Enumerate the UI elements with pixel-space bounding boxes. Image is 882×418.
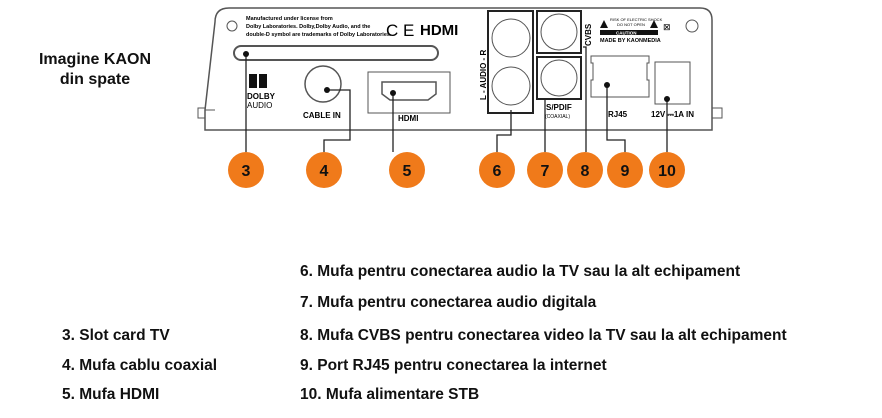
caution-bar	[600, 30, 658, 35]
warning-text-2: DO NOT OPEN	[617, 22, 645, 27]
warning-text-1: RISK OF ELECTRIC SHOCK	[610, 17, 663, 22]
title-line-2: din spate	[59, 71, 131, 88]
leader-lines	[245, 46, 668, 152]
hdmi-port	[381, 81, 437, 101]
rj45-label: RJ45	[608, 110, 628, 119]
marker-label-5: 5	[403, 163, 412, 180]
legend-item-7: 7. Mufa pentru conectarea audio digitala	[300, 294, 597, 311]
screw-hole	[685, 19, 699, 33]
license-text-3: double-D symbol are trademarks of Dolby …	[246, 32, 392, 38]
marker-9	[607, 152, 643, 188]
coaxial-label: (COAXIAL)	[545, 114, 570, 120]
caution-text: CAUTION	[616, 31, 637, 36]
marker-group	[228, 152, 685, 188]
marker-label-7: 7	[541, 163, 550, 180]
marker-7	[527, 152, 563, 188]
legend-item-3: 3. Slot card TV	[62, 327, 170, 344]
port-dots	[243, 51, 670, 102]
cvbs-block	[536, 10, 582, 54]
marker-label-9: 9	[621, 163, 630, 180]
dolby-audio-text: AUDIO	[247, 101, 272, 110]
hdmi-port-label: HDMI	[398, 114, 418, 123]
marker-8	[567, 152, 603, 188]
license-text-2: Dolby Laboratories. Dolby,Dolby Audio, a…	[246, 24, 370, 30]
marker-label-3: 3	[242, 163, 251, 180]
marker-label-6: 6	[493, 163, 502, 180]
power-port	[654, 61, 691, 105]
audio-l-port	[491, 66, 531, 106]
foot-left	[197, 107, 206, 119]
power-label: 12V ⎓1A IN	[651, 110, 694, 119]
marker-label-4: 4	[320, 163, 329, 180]
cable-in-label: CABLE IN	[303, 111, 341, 120]
legend-item-4: 4. Mufa cablu coaxial	[62, 357, 218, 374]
legend-item-5: 5. Mufa HDMI	[62, 386, 160, 403]
dolby-logo	[249, 74, 257, 88]
marker-10	[649, 152, 685, 188]
legend-item-8: 8. Mufa CVBS pentru conectarea video la …	[300, 327, 787, 344]
marker-3	[228, 152, 264, 188]
rj45-port	[590, 55, 650, 98]
screw-hole	[226, 20, 238, 32]
weee-bin-icon: ⊠	[663, 22, 671, 32]
audio-lr-label: L - AUDIO - R	[479, 50, 488, 100]
marker-label-10: 10	[658, 163, 676, 180]
cvbs-port	[540, 13, 578, 51]
device-rear-panel: Manufactured under license from Dolby La…	[197, 7, 723, 188]
ce-mark: C E	[386, 21, 414, 40]
legend-item-10: 10. Mufa alimentare STB	[300, 386, 480, 403]
marker-5	[389, 152, 425, 188]
marker-4	[306, 152, 342, 188]
spdif-label: S/PDIF	[546, 103, 572, 112]
warning-triangle-icon	[650, 20, 658, 28]
audio-r-port	[491, 18, 531, 58]
legend-item-6: 6. Mufa pentru conectarea audio la TV sa…	[300, 263, 741, 280]
spdif-block	[536, 56, 582, 100]
warning-triangle-icon	[600, 20, 608, 28]
spdif-port	[540, 59, 578, 97]
dolby-logo-right	[259, 74, 267, 88]
marker-6	[479, 152, 515, 188]
license-text-1: Manufactured under license from	[246, 16, 333, 22]
hdmi-logo: HDMI	[420, 22, 458, 39]
dolby-text: DOLBY	[247, 92, 276, 101]
cvbs-label: CVBS	[584, 23, 593, 46]
legend-item-9: 9. Port RJ45 pentru conectarea la intern…	[300, 357, 607, 374]
card-slot	[233, 45, 439, 61]
made-by-text: MADE BY KAONMEDIA	[600, 38, 661, 44]
foot-right	[711, 107, 723, 119]
hdmi-port-frame	[367, 71, 451, 114]
cable-in-port	[304, 65, 342, 103]
diagram-title: Imagine KAON din spate	[20, 50, 170, 90]
title-line-1: Imagine KAON	[38, 51, 151, 68]
marker-label-8: 8	[581, 163, 590, 180]
